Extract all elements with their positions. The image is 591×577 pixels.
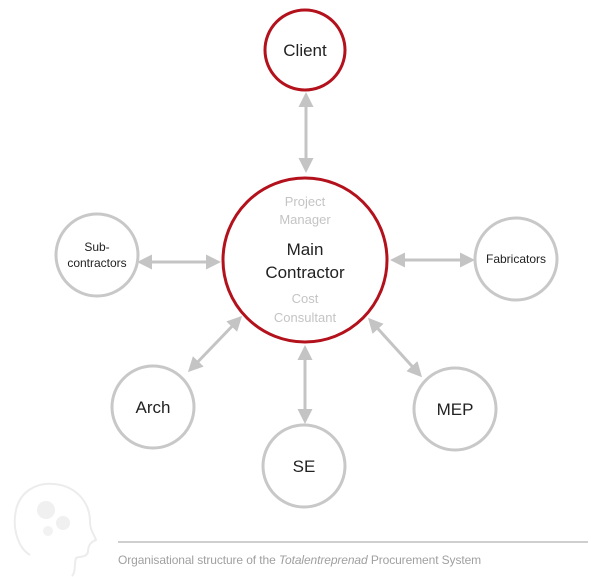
- client-label: Client: [283, 41, 327, 60]
- se-label: SE: [293, 457, 316, 476]
- caption-prefix: Organisational structure of the: [118, 553, 279, 567]
- arch-label: Arch: [136, 398, 171, 417]
- node-arch: Arch: [110, 364, 196, 450]
- caption-divider: [118, 541, 588, 543]
- project-manager-line2: Manager: [279, 212, 331, 227]
- mep-label: MEP: [437, 400, 474, 419]
- caption-emphasis: Totalentreprenad: [278, 553, 368, 567]
- node-mep: MEP: [412, 366, 498, 452]
- arrow-mep-main: [367, 317, 423, 378]
- main-contractor-line2: Contractor: [265, 263, 345, 282]
- arrow-arch-main: [187, 315, 243, 373]
- project-manager-line1: Project: [285, 194, 326, 209]
- head-gears-icon: [13, 482, 98, 577]
- cost-consultant-line1: Cost: [292, 291, 319, 306]
- figure-caption: Organisational structure of the Totalent…: [118, 553, 588, 567]
- node-client: Client: [263, 8, 347, 92]
- connector-arrows: [137, 92, 475, 424]
- caption-suffix: Procurement System: [367, 553, 482, 567]
- node-se: SE: [261, 423, 347, 509]
- node-fabricators: Fabricators: [473, 216, 559, 302]
- main-contractor-line1: Main: [287, 240, 324, 259]
- subcontractors-line1: Sub-: [84, 240, 109, 254]
- node-main-contractor: Project Manager Main Contractor Cost Con…: [221, 176, 389, 344]
- cost-consultant-line2: Consultant: [274, 310, 337, 325]
- subcontractors-line2: contractors: [67, 256, 126, 270]
- fabricators-label: Fabricators: [486, 252, 546, 266]
- node-subcontractors: Sub- contractors: [54, 212, 140, 298]
